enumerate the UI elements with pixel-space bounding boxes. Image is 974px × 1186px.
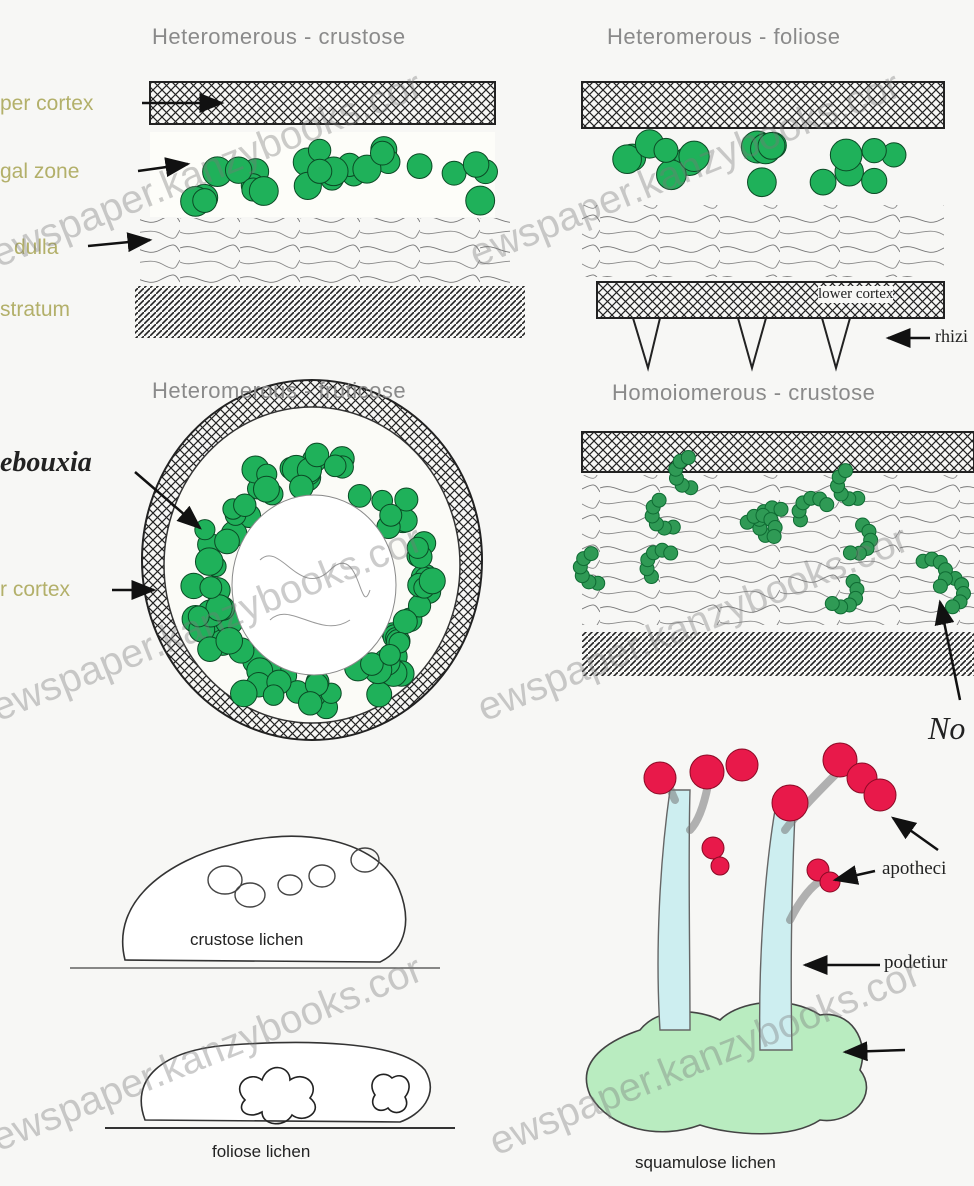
label-nostoc: No [928, 710, 965, 747]
cell [419, 568, 445, 594]
cell [681, 450, 695, 464]
cell [298, 692, 321, 715]
cell [195, 520, 215, 540]
cell [690, 755, 724, 789]
cell [234, 494, 256, 516]
cell [864, 779, 896, 811]
cell [584, 547, 598, 561]
cell [825, 597, 839, 611]
cell [348, 485, 371, 508]
apothecia-arrow [893, 818, 938, 850]
cell [862, 138, 886, 162]
medulla-band [140, 218, 510, 283]
cell [652, 493, 666, 507]
cell [466, 186, 495, 215]
cell [820, 872, 840, 892]
cell [463, 152, 489, 178]
label-lower-cortex: lower cortex [818, 286, 893, 303]
podetium-1 [658, 790, 690, 1030]
label-trebouxia: ebouxia [0, 447, 92, 479]
cell [862, 168, 887, 193]
cell [839, 464, 853, 478]
cell [644, 762, 676, 794]
title-het-foliose: Heteromerous - foliose [607, 24, 841, 50]
cell [370, 141, 394, 165]
cell [393, 610, 417, 634]
label-outer-cortex: r cortex [0, 578, 70, 602]
cell [945, 600, 959, 614]
cell [442, 161, 466, 185]
upper-cortex-band [582, 432, 974, 472]
cell [407, 154, 432, 179]
rhizines [633, 318, 850, 368]
caption-crustose: crustose lichen [190, 930, 303, 950]
title-homo-crustose: Homoiomerous - crustose [612, 380, 875, 406]
cell [367, 682, 392, 707]
cell [664, 546, 678, 560]
label-algal-zone: gal zone [0, 160, 79, 184]
substratum-band [135, 286, 525, 338]
cell [254, 476, 280, 502]
cell [726, 749, 758, 781]
medulla-band [582, 205, 944, 277]
title-het-fruticose: Heteromerous - fruticose [152, 378, 406, 404]
cell [830, 139, 862, 171]
caption-squamulose: squamulose lichen [635, 1153, 776, 1173]
cell [324, 455, 346, 477]
caption-foliose: foliose lichen [212, 1142, 310, 1162]
cell [249, 177, 278, 206]
cell [263, 685, 284, 706]
cell [711, 857, 729, 875]
label-rhizines: rhizi [935, 326, 968, 347]
cell [748, 168, 777, 197]
cell [702, 837, 724, 859]
fruticose-section [112, 380, 482, 740]
cell [767, 529, 781, 543]
label-substratum: stratum [0, 298, 70, 322]
label-apothecia: apotheci [882, 858, 946, 880]
cell [820, 498, 834, 512]
cell [308, 159, 332, 183]
cell [772, 785, 808, 821]
apothecium-arrow [835, 871, 875, 880]
cell [195, 548, 223, 576]
cell [810, 169, 836, 195]
cell [215, 529, 240, 554]
title-het-crustose: Heteromerous - crustose [152, 24, 406, 50]
cell [933, 579, 947, 593]
cell [231, 680, 258, 707]
cell [380, 644, 401, 665]
label-upper-cortex: per cortex [0, 92, 93, 116]
